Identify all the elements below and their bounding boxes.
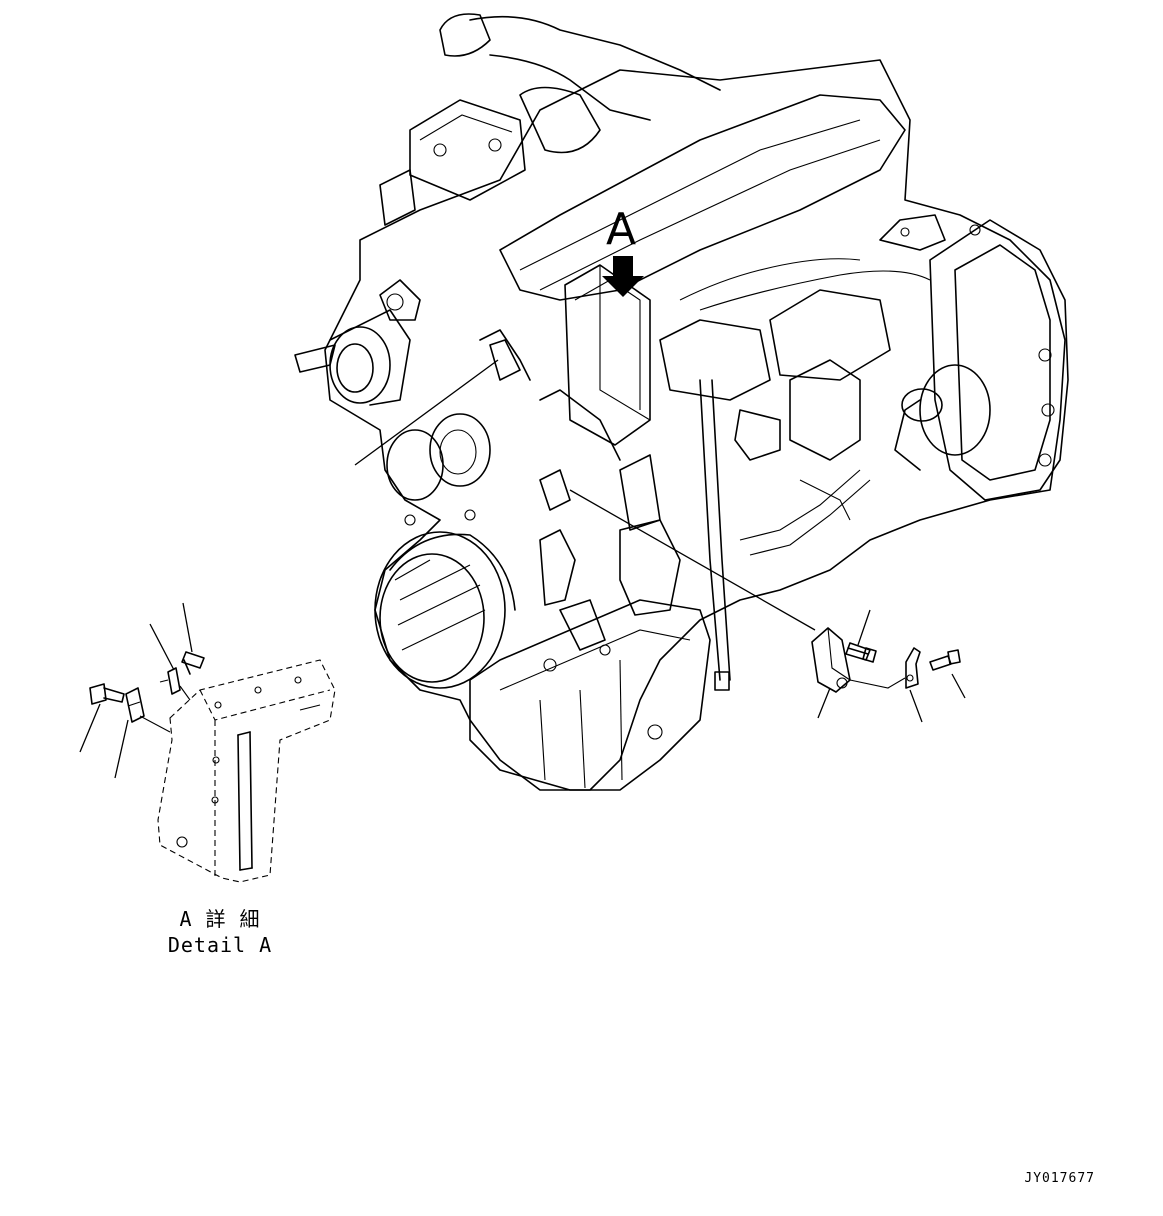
bolt-icon — [845, 642, 871, 661]
bolt-icon — [181, 651, 205, 669]
view-arrow-icon — [602, 256, 644, 297]
leader-line-bracket — [569, 489, 816, 631]
drawing-id: JY017677 — [1024, 1171, 1095, 1186]
leader-line-a — [354, 359, 499, 466]
bolt-icon — [89, 683, 107, 705]
engine-assembly — [294, 13, 1069, 791]
detail-a-drawing — [79, 602, 336, 883]
detail-caption-japanese: A 詳 細 — [179, 907, 261, 931]
clip-icon — [125, 687, 145, 723]
bolt-icon — [929, 655, 952, 671]
detail-caption-english: Detail A — [167, 933, 273, 957]
view-marker-label: A — [606, 204, 637, 255]
detail-a-caption: A 詳 細 Detail A — [160, 906, 280, 958]
clip-icon — [167, 667, 181, 695]
clip-icon — [905, 647, 921, 689]
right-bracket-detail — [811, 609, 966, 723]
